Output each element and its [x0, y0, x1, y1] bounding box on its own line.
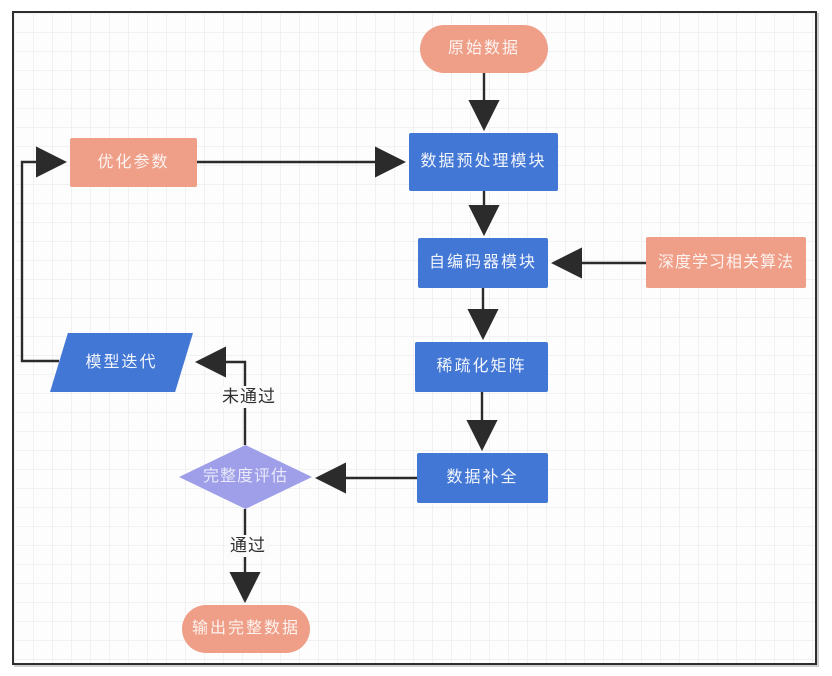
node-raw-data-label: 原始数据 — [447, 40, 520, 57]
node-optimize-params-label: 优化参数 — [97, 153, 170, 171]
node-data-completion: 数据补全 — [417, 453, 548, 503]
node-optimize-params: 优化参数 — [70, 138, 197, 187]
edge-label-pass: 通过 — [227, 535, 269, 558]
node-autoencoder-label: 自编码器模块 — [428, 254, 537, 271]
node-model-iteration: 模型迭代 — [50, 333, 193, 392]
node-deep-learning: 深度学习相关算法 — [646, 237, 806, 288]
node-output: 输出完整数据 — [182, 605, 310, 653]
diagram-frame — [12, 11, 817, 665]
node-raw-data: 原始数据 — [420, 25, 548, 73]
node-data-completion-label: 数据补全 — [446, 469, 519, 486]
node-model-iteration-label: 模型迭代 — [85, 353, 158, 371]
node-preprocess: 数据预处理模块 — [409, 133, 558, 191]
node-deep-learning-label: 深度学习相关算法 — [657, 253, 794, 271]
node-sparse-matrix-label: 稀疏化矩阵 — [436, 358, 527, 375]
node-output-label: 输出完整数据 — [191, 620, 300, 637]
node-sparse-matrix: 稀疏化矩阵 — [415, 342, 548, 392]
node-autoencoder: 自编码器模块 — [418, 238, 548, 288]
edge-label-fail: 未通过 — [219, 386, 279, 409]
node-evaluation-label: 完整度评估 — [202, 468, 288, 485]
node-preprocess-label: 数据预处理模块 — [420, 153, 547, 170]
